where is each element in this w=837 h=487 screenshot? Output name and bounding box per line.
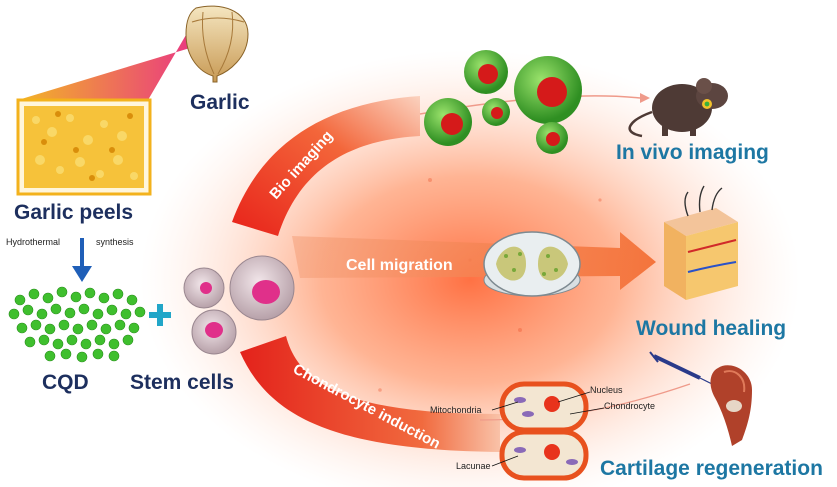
knee-icon [710, 365, 752, 446]
mitochondria-label: Mitochondria [430, 405, 482, 415]
cartilage-regeneration-label: Cartilage regeneration [600, 457, 823, 480]
cqd-label: CQD [42, 371, 89, 394]
syringe-icon [649, 351, 713, 385]
plus-icon [149, 304, 171, 326]
cell-migration-label: Cell migration [346, 257, 453, 274]
in-vivo-imaging-label: In vivo imaging [616, 141, 769, 164]
hydrothermal-label: Hydrothermal [6, 237, 61, 247]
mouse-icon [628, 78, 728, 138]
chondrocyte-label: Chondrocyte [604, 401, 656, 411]
zoom-beam [18, 28, 190, 100]
garlic-icon [185, 5, 249, 83]
chondrocyte-arc [240, 336, 500, 452]
stem-cells-icon [183, 255, 295, 355]
cartilage-cell-icon [491, 381, 605, 481]
bio-imaging-arc [232, 96, 420, 236]
synthesis-label: synthesis [96, 237, 134, 247]
hydrothermal-arrow [72, 238, 92, 282]
lacunae-label: Lacunae [456, 461, 491, 471]
stem-cells-label: Stem cells [130, 371, 234, 394]
nucleus-label: Nucleus [590, 385, 623, 395]
spheroids-icon [424, 50, 582, 154]
petri-dish-icon [483, 231, 581, 297]
garlic-peels-icon [16, 98, 152, 196]
wound-healing-label: Wound healing [636, 317, 787, 340]
plus-label: + [0, 0, 1, 1]
skin-icon [664, 185, 738, 300]
cqd-dots-icon [8, 286, 146, 363]
garlic-peels-label: Garlic peels [14, 201, 134, 224]
garlic-label: Garlic [190, 91, 250, 114]
